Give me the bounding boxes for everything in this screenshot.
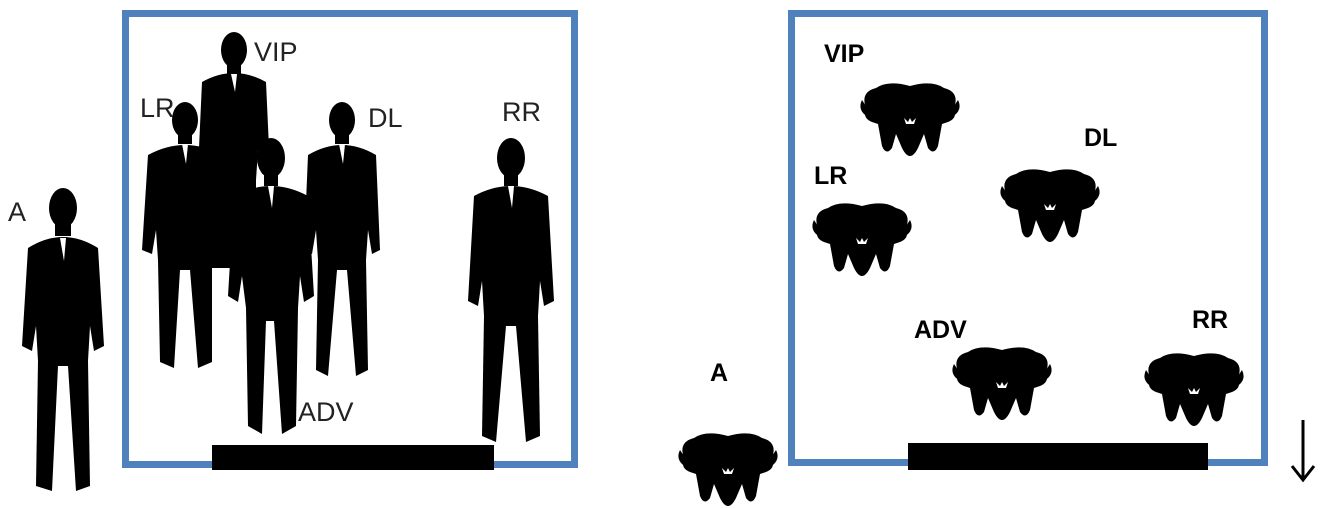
top-label-vip: VIP [824, 40, 865, 68]
arrow-down-icon [1290, 420, 1316, 483]
label-dl: DL [368, 103, 403, 133]
side-view-panel: A VIP LR DL RR ADV [0, 0, 640, 509]
label-a: A [8, 197, 27, 227]
top-label-dl: DL [1084, 124, 1118, 152]
top-person-lr-icon [812, 203, 912, 276]
top-person-adv-icon [952, 347, 1052, 420]
label-lr: LR [140, 93, 175, 123]
top-label-lr: LR [814, 162, 848, 190]
label-adv: ADV [298, 397, 354, 427]
side-view-door [212, 445, 494, 470]
top-view-door [908, 443, 1208, 470]
person-a-silhouette-icon [22, 188, 104, 491]
top-person-vip-icon [860, 83, 960, 156]
label-rr: RR [502, 97, 541, 127]
person-lr-silhouette-icon [142, 102, 228, 368]
person-adv-silhouette-icon [228, 138, 314, 434]
label-vip: VIP [254, 37, 298, 67]
top-person-rr-icon [1144, 353, 1244, 426]
person-rr-silhouette-icon [468, 138, 554, 442]
top-label-a: A [710, 359, 729, 387]
top-person-dl-icon [1000, 169, 1100, 242]
top-label-rr: RR [1192, 306, 1229, 334]
top-label-adv: ADV [914, 316, 967, 344]
top-person-a-icon [678, 433, 778, 506]
person-dl-silhouette-icon [304, 102, 380, 376]
